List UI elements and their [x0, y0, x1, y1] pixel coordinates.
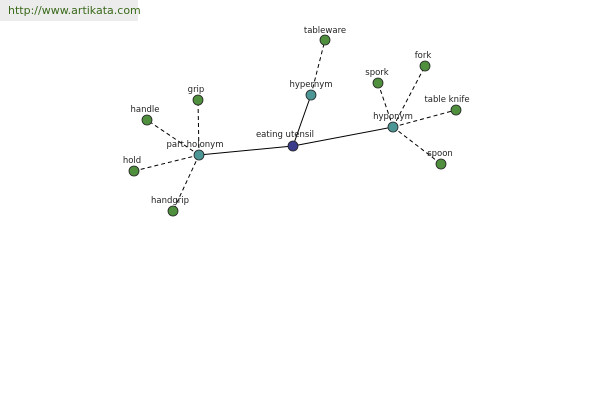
node-hyponym[interactable]: hyponym — [373, 112, 413, 133]
node-circle-part-holonym[interactable] — [193, 149, 205, 161]
node-table-knife[interactable]: table knife — [424, 95, 470, 116]
edge-part-holonym-grip — [197, 99, 200, 156]
node-circle-eating-utensil[interactable] — [287, 140, 299, 152]
node-circle-hypernym[interactable] — [305, 89, 317, 101]
node-label-handle: handle — [131, 105, 160, 115]
node-circle-spork[interactable] — [372, 77, 384, 89]
node-grip[interactable]: grip — [188, 85, 205, 106]
edge-hyponym-fork — [392, 65, 426, 128]
node-label-part-holonym: part holonym — [167, 140, 224, 150]
node-hold[interactable]: hold — [123, 156, 141, 177]
node-label-hyponym: hyponym — [373, 112, 413, 122]
node-label-table-knife: table knife — [424, 95, 469, 105]
graph-edges — [133, 39, 457, 212]
edge-part-holonym-hold — [133, 154, 200, 172]
node-circle-table-knife[interactable] — [450, 104, 462, 116]
node-label-eating-utensil: eating utensil — [256, 130, 314, 140]
node-circle-grip[interactable] — [192, 94, 204, 106]
node-label-fork: fork — [415, 51, 432, 61]
graph-nodes: eating utensil hypernym hyponym part holony… — [123, 26, 470, 217]
node-circle-fork[interactable] — [419, 60, 431, 72]
edge-part-holonym-handgrip — [172, 154, 200, 212]
edge-hyponym-table-knife — [392, 109, 457, 128]
node-part-holonym[interactable]: part holonym — [167, 140, 224, 161]
node-handle[interactable]: handle — [131, 105, 160, 126]
edge-hypernym-tableware — [310, 39, 326, 96]
node-label-spoon: spoon — [427, 149, 453, 159]
node-spoon[interactable]: spoon — [427, 149, 453, 170]
node-label-grip: grip — [188, 85, 205, 95]
edge-hyponym-spoon — [392, 126, 442, 165]
node-label-handgrip: handgrip — [151, 196, 189, 206]
node-label-spork: spork — [365, 68, 389, 78]
node-circle-tableware[interactable] — [319, 34, 331, 46]
watermark-url[interactable]: http://www.artikata.com — [0, 0, 141, 21]
node-fork[interactable]: fork — [415, 51, 432, 72]
edge-part-holonym-handle — [146, 119, 200, 156]
node-circle-handle[interactable] — [141, 114, 153, 126]
edge-hyponym-spork — [377, 82, 394, 128]
node-circle-spoon[interactable] — [435, 158, 447, 170]
node-circle-hyponym[interactable] — [387, 121, 399, 133]
edge-eating-utensil-hypernym — [292, 94, 312, 147]
node-handgrip[interactable]: handgrip — [151, 196, 189, 217]
node-tableware[interactable]: tableware — [304, 26, 346, 46]
node-spork[interactable]: spork — [365, 68, 389, 89]
node-label-hypernym: hypernym — [289, 80, 332, 90]
edge-eating-utensil-part-holonym — [198, 145, 294, 156]
node-label-hold: hold — [123, 156, 141, 166]
node-hypernym[interactable]: hypernym — [289, 80, 333, 101]
node-label-tableware: tableware — [304, 26, 346, 36]
node-circle-handgrip[interactable] — [167, 205, 179, 217]
node-circle-hold[interactable] — [128, 165, 140, 177]
edge-eating-utensil-hyponym — [292, 126, 394, 147]
node-eating-utensil[interactable]: eating utensil — [256, 130, 314, 152]
